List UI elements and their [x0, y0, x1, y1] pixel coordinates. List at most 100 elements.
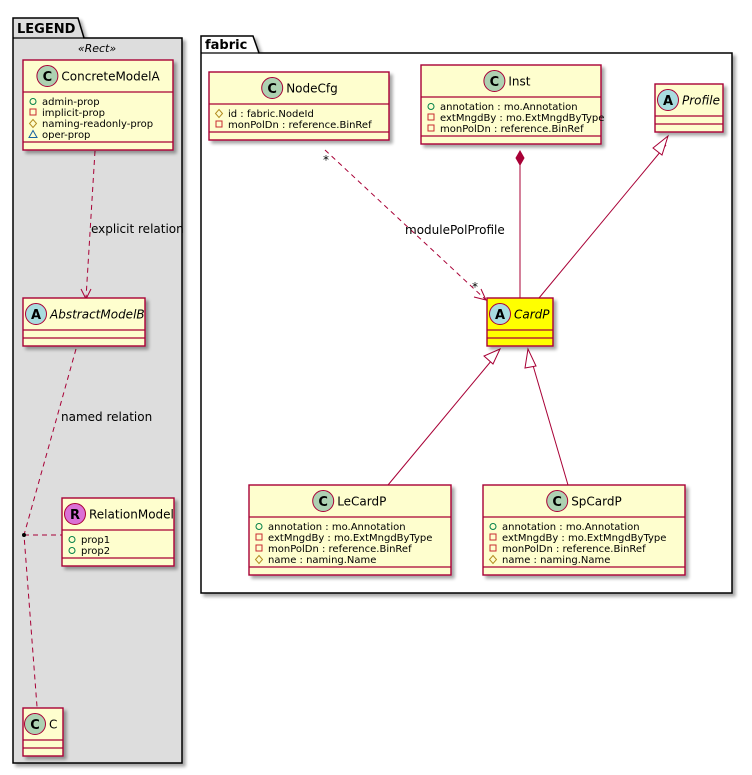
class-name: ConcreteModelA — [61, 70, 160, 84]
attribute-text: extMngdBy : mo.ExtMngdByType — [502, 533, 666, 544]
class-spcardp[interactable]: C SpCardP annotation : mo.AnnotationextMng… — [482, 484, 686, 576]
visibility-private-icon — [255, 533, 263, 541]
fabric-package: fabric — [200, 35, 733, 594]
arrowhead-module-pol-profile — [473, 288, 487, 301]
label-explicit-relation: explicit relation — [91, 222, 184, 236]
class-name: CardP — [514, 308, 550, 322]
visibility-private-icon — [427, 124, 435, 132]
class-icon — [261, 77, 284, 99]
generalization-arrow-lecardp — [483, 348, 502, 365]
class-icon — [483, 70, 506, 92]
class-name: LeCardP — [337, 495, 386, 509]
abstract-class-icon — [657, 89, 679, 111]
edge-explicit-relation — [85, 150, 96, 299]
attribute-text: name : naming.Name — [502, 555, 610, 566]
attribute-text: id : fabric.NodeId — [228, 109, 314, 120]
legend-package: LEGEND «Rect» — [12, 17, 183, 764]
composition-diamond — [515, 149, 525, 167]
attribute-text: monPolDn : reference.BinRef — [268, 544, 412, 555]
relation-class-icon — [64, 503, 86, 525]
visibility-protected-icon — [254, 554, 264, 565]
class-attribute: id : fabric.NodeId — [214, 108, 314, 120]
attribute-text: extMngdBy : mo.ExtMngdByType — [268, 533, 432, 544]
visibility-public-icon — [255, 523, 263, 530]
fabric-package-title: fabric — [205, 38, 247, 53]
attribute-text: monPolDn : reference.BinRef — [502, 544, 646, 555]
edges — [23, 144, 667, 736]
attribute-text: implicit-prop — [42, 108, 105, 119]
class-attribute: prop1 — [68, 535, 110, 546]
class-name: Inst — [508, 75, 530, 89]
class-kind-glyph: C — [318, 495, 328, 510]
abstract-class-icon — [25, 303, 47, 325]
abstract-class-icon — [489, 303, 511, 325]
visibility-protected-icon — [214, 108, 224, 119]
class-attribute: monPolDn : reference.BinRef — [427, 124, 584, 135]
class-kind-glyph: C — [552, 495, 562, 510]
edge-generalization-lecardp-cardp — [387, 359, 493, 486]
attribute-text: oper-prop — [42, 130, 90, 141]
class-kind-glyph: A — [31, 308, 41, 323]
multiplicity-source: * — [323, 153, 329, 167]
class-icon — [24, 713, 46, 735]
class-attribute: monPolDn : reference.BinRef — [255, 544, 412, 555]
class-kind-glyph: A — [663, 94, 673, 109]
visibility-protected-icon — [488, 554, 498, 565]
visibility-public-icon — [427, 103, 435, 110]
class-concrete-model-a[interactable]: C ConcreteModelA admin-propimplicit-propna… — [22, 59, 174, 151]
class-icon — [546, 490, 569, 512]
visibility-protected-icon — [28, 118, 38, 129]
legend-stereotype: «Rect» — [78, 42, 117, 55]
attribute-text: name : naming.Name — [268, 555, 376, 566]
class-attribute: annotation : mo.Annotation — [427, 102, 578, 113]
class-name: Profile — [682, 94, 720, 108]
label-named-relation: named relation — [61, 410, 152, 424]
class-cardp[interactable]: A CardP — [486, 297, 554, 347]
class-kind-glyph: C — [30, 718, 40, 733]
class-name: AbstractModelB — [49, 308, 145, 322]
visibility-private-icon — [489, 544, 497, 552]
visibility-public-icon — [68, 547, 76, 554]
generalization-arrow-spcardp — [524, 347, 537, 369]
class-attribute: monPolDn : reference.BinRef — [215, 120, 372, 131]
class-attribute: name : naming.Name — [254, 554, 376, 566]
attribute-text: monPolDn : reference.BinRef — [440, 124, 584, 135]
attribute-text: annotation : mo.Annotation — [268, 522, 406, 533]
attribute-text: extMngdBy : mo.ExtMngdByType — [440, 113, 604, 124]
class-icon — [312, 490, 335, 512]
class-box — [208, 71, 390, 141]
class-attribute: annotation : mo.Annotation — [255, 522, 406, 533]
class-attribute: extMngdBy : mo.ExtMngdByType — [489, 533, 666, 544]
class-abstract-model-b[interactable]: A AbstractModelB — [22, 297, 146, 347]
class-attribute: admin-prop — [29, 97, 100, 108]
class-attribute: annotation : mo.Annotation — [489, 522, 640, 533]
attribute-text: prop1 — [81, 535, 110, 546]
class-icon — [36, 65, 59, 87]
class-attribute: implicit-prop — [29, 108, 105, 119]
class-kind-glyph: C — [43, 70, 53, 85]
legend-package-title: LEGEND — [17, 22, 76, 37]
class-name: SpCardP — [571, 495, 622, 509]
visibility-package-icon — [28, 129, 38, 138]
visibility-public-icon — [68, 536, 76, 543]
visibility-private-icon — [255, 544, 263, 552]
class-lecardp[interactable]: C LeCardP annotation : mo.AnnotationextMng… — [248, 484, 452, 576]
multiplicity-target: * — [472, 280, 478, 294]
class-name: NodeCfg — [286, 82, 338, 96]
class-attribute: oper-prop — [28, 129, 90, 141]
class-kind-glyph: R — [70, 508, 80, 523]
visibility-public-icon — [29, 98, 37, 105]
class-name: RelationModel — [89, 508, 174, 522]
class-attribute: naming-readonly-prop — [28, 118, 153, 130]
attribute-text: annotation : mo.Annotation — [440, 102, 578, 113]
attribute-text: annotation : mo.Annotation — [502, 522, 640, 533]
class-profile[interactable]: A Profile — [654, 83, 724, 133]
attribute-text: admin-prop — [42, 97, 100, 108]
class-kind-glyph: A — [495, 308, 505, 323]
class-box — [420, 64, 602, 145]
label-module-pol-profile: modulePolProfile — [405, 223, 505, 237]
